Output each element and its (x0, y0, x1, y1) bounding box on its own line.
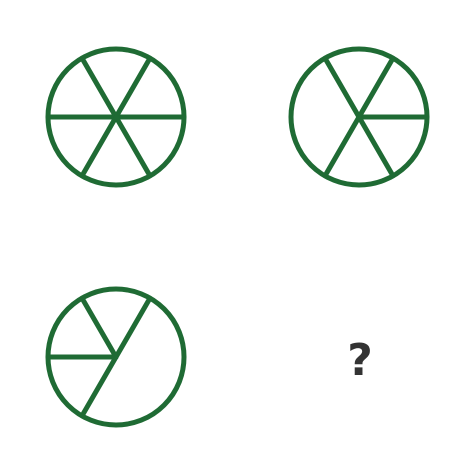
figure-top-left (45, 46, 187, 188)
spoke-line-60 (356, 55, 396, 120)
figure-bottom-left (45, 286, 187, 428)
spoke-line-60 (113, 55, 153, 120)
spoke-line-300 (356, 114, 396, 179)
question-mark: ? (347, 335, 373, 386)
spoke-line-60 (113, 295, 153, 360)
spoke-line-120 (79, 55, 119, 120)
spoke-line-240 (322, 114, 362, 179)
spoke-line-120 (79, 295, 119, 360)
spoke-line-240 (79, 354, 119, 419)
spoke-line-120 (322, 55, 362, 120)
figure-top-right (288, 46, 430, 188)
spoke-line-240 (79, 114, 119, 179)
spoke-line-300 (113, 114, 153, 179)
